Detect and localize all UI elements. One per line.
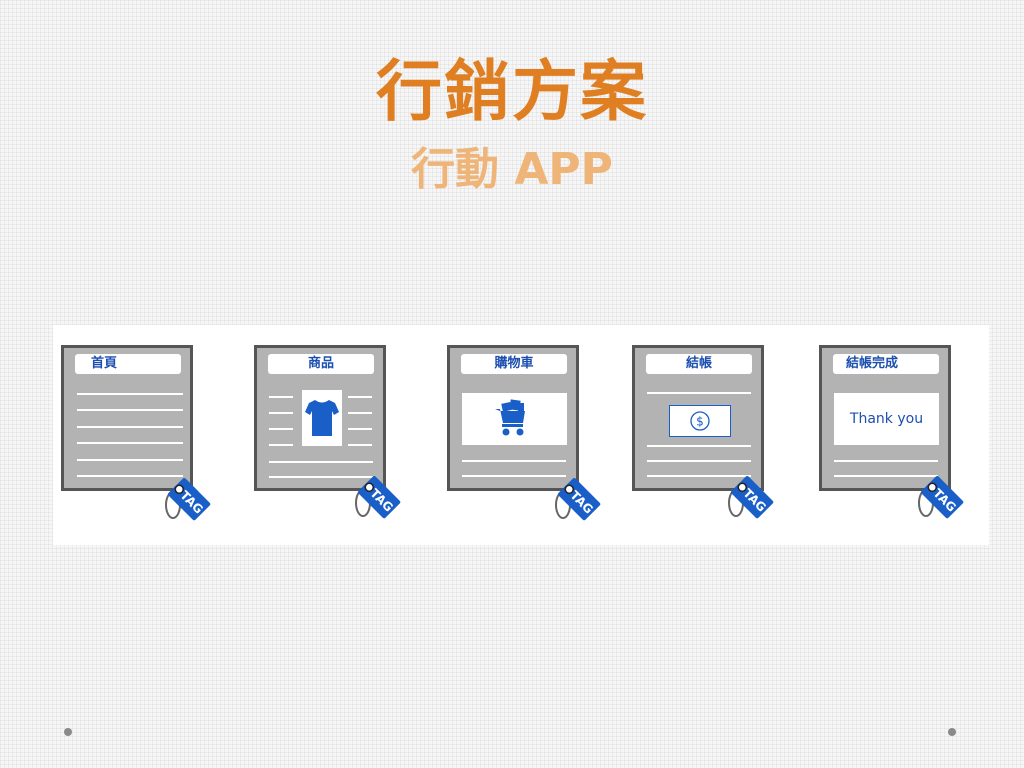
text-line [647,445,751,447]
text-line [77,475,183,477]
text-line [348,412,372,414]
text-line [269,412,293,414]
corner-dot-left [64,728,72,736]
text-line [269,444,293,446]
cart-page-label: 購物車 [461,354,567,374]
checkout-complete-page-card: 結帳完成 Thank you [819,345,951,491]
text-line [269,476,373,478]
text-line [647,460,751,462]
thank-you-box: Thank you [834,393,939,445]
text-line [269,461,373,463]
text-line [77,442,183,444]
svg-text:$: $ [696,415,704,429]
text-line [647,475,751,477]
text-line [348,396,372,398]
dollar-coin-icon: $ [690,411,710,431]
text-line [834,475,938,477]
text-line [348,444,372,446]
checkout-page-label: 結帳 [646,354,752,374]
tshirt-icon [305,400,339,436]
text-line [77,409,183,411]
product-page-label: 商品 [268,354,374,374]
checkout-complete-page-label: 結帳完成 [833,354,939,374]
tag-icon: TAG [355,476,401,519]
tag-icon: TAG [555,478,601,521]
thank-you-message: Thank you [849,411,924,427]
payment-box: $ [669,405,731,437]
product-page-card: 商品 [254,345,386,491]
home-page-label: 首頁 [75,354,181,374]
slide-title: 行銷方案 [376,53,648,130]
checkout-page-card: 結帳 $ [632,345,764,491]
page-flow-panel: 首頁 商品 購物車 [53,325,989,545]
text-line [462,475,566,477]
text-line [77,459,183,461]
slide-subtitle: 行動 APP [411,144,613,195]
tag-icon: TAG [728,476,774,519]
cart-page-card: 購物車 [447,345,579,491]
product-image-box [302,390,342,446]
text-line [269,396,293,398]
tag-icon: TAG [918,476,964,519]
text-line [77,393,183,395]
corner-dot-right [948,728,956,736]
shopping-cart-icon [495,399,525,436]
text-line [462,460,566,462]
text-line [269,428,293,430]
home-page-card: 首頁 [61,345,193,491]
text-line [834,460,938,462]
text-line [647,392,751,394]
text-line [348,428,372,430]
tag-icon: TAG [165,478,211,521]
text-line [77,426,183,428]
cart-image-box [462,393,567,445]
